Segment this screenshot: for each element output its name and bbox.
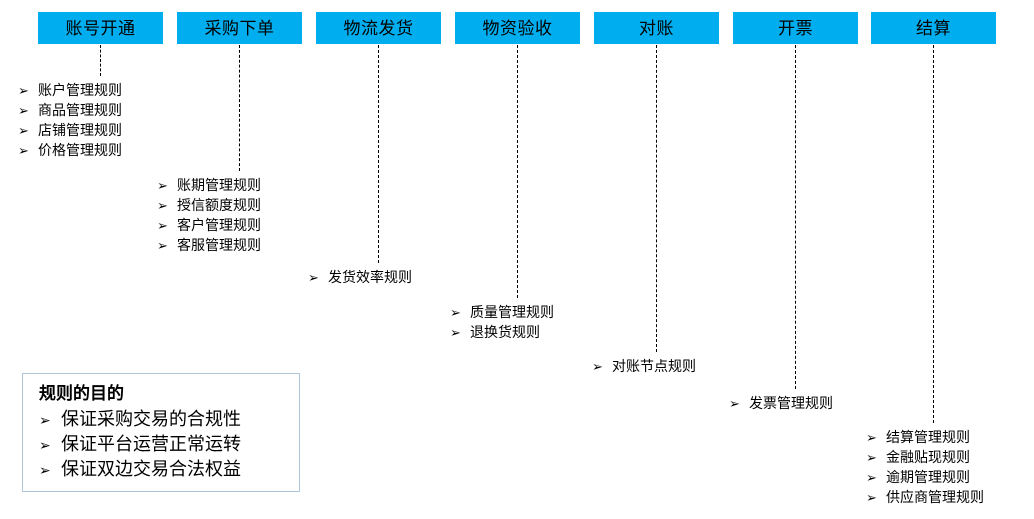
- rule-item: ➢ 授信额度规则: [157, 195, 261, 215]
- stage-label: 物资验收: [482, 18, 553, 38]
- rule-label: 退换货规则: [470, 324, 540, 340]
- arrow-bullet-icon: ➢: [157, 178, 168, 193]
- stage-box-invoicing[interactable]: 开票: [733, 12, 858, 44]
- rule-label: 逾期管理规则: [886, 469, 970, 485]
- arrow-bullet-icon: ➢: [18, 103, 29, 118]
- rule-item: ➢ 商品管理规则: [18, 100, 122, 120]
- connector-line-logistics-shipping: [378, 45, 379, 263]
- arrow-bullet-icon: ➢: [39, 412, 51, 428]
- rule-item: ➢ 质量管理规则: [450, 302, 554, 322]
- stage-box-settlement[interactable]: 结算: [871, 12, 996, 44]
- purpose-legend-box: 规则的目的 ➢ 保证采购交易的合规性 ➢ 保证平台运营正常运转 ➢ 保证双边交易…: [22, 373, 300, 492]
- connector-line-goods-acceptance: [517, 45, 518, 298]
- rule-list-goods-acceptance: ➢ 质量管理规则 ➢ 退换货规则: [450, 302, 554, 342]
- stage-box-logistics-shipping[interactable]: 物流发货: [316, 12, 441, 44]
- rule-label: 发货效率规则: [328, 269, 412, 285]
- arrow-bullet-icon: ➢: [450, 305, 461, 320]
- purpose-title: 规则的目的: [39, 384, 124, 403]
- rule-label: 供应商管理规则: [886, 489, 984, 505]
- stage-box-reconciliation[interactable]: 对账: [594, 12, 719, 44]
- stage-box-goods-acceptance[interactable]: 物资验收: [455, 12, 580, 44]
- arrow-bullet-icon: ➢: [592, 359, 603, 374]
- rule-label: 金融贴现规则: [886, 449, 970, 465]
- rule-list-invoicing: ➢ 发票管理规则: [729, 393, 833, 413]
- arrow-bullet-icon: ➢: [18, 83, 29, 98]
- connector-line-account-opening: [100, 45, 101, 76]
- arrow-bullet-icon: ➢: [39, 437, 51, 453]
- stage-label: 开票: [778, 18, 813, 38]
- rule-label: 店铺管理规则: [38, 122, 122, 138]
- rule-item: ➢ 对账节点规则: [592, 356, 696, 376]
- stage-label: 物流发货: [343, 18, 414, 38]
- rule-list-account-opening: ➢ 账户管理规则 ➢ 商品管理规则 ➢ 店铺管理规则 ➢ 价格管理规则: [18, 80, 122, 160]
- connector-line-reconciliation: [656, 45, 657, 352]
- arrow-bullet-icon: ➢: [157, 238, 168, 253]
- rule-item: ➢ 金融贴现规则: [866, 447, 984, 467]
- rule-label: 结算管理规则: [886, 429, 970, 445]
- rule-label: 客户管理规则: [177, 217, 261, 233]
- arrow-bullet-icon: ➢: [39, 462, 51, 478]
- arrow-bullet-icon: ➢: [866, 490, 877, 505]
- arrow-bullet-icon: ➢: [18, 123, 29, 138]
- rule-item: ➢ 结算管理规则: [866, 427, 984, 447]
- purpose-label: 保证双边交易合法权益: [61, 459, 241, 479]
- rule-label: 账户管理规则: [38, 82, 122, 98]
- arrow-bullet-icon: ➢: [157, 218, 168, 233]
- arrow-bullet-icon: ➢: [157, 198, 168, 213]
- rule-label: 授信额度规则: [177, 197, 261, 213]
- stage-box-purchase-order[interactable]: 采购下单: [177, 12, 302, 44]
- arrow-bullet-icon: ➢: [18, 143, 29, 158]
- rule-item: ➢ 账户管理规则: [18, 80, 122, 100]
- rule-item: ➢ 账期管理规则: [157, 175, 261, 195]
- stage-label: 账号开通: [65, 18, 136, 38]
- rule-list-reconciliation: ➢ 对账节点规则: [592, 356, 696, 376]
- purpose-item: ➢ 保证双边交易合法权益: [39, 457, 299, 482]
- rule-item: ➢ 退换货规则: [450, 322, 554, 342]
- rule-item: ➢ 供应商管理规则: [866, 487, 984, 507]
- purpose-label: 保证采购交易的合规性: [61, 409, 241, 429]
- connector-line-purchase-order: [239, 45, 240, 171]
- purpose-item: ➢ 保证采购交易的合规性: [39, 407, 299, 432]
- rule-label: 商品管理规则: [38, 102, 122, 118]
- rule-item: ➢ 客服管理规则: [157, 235, 261, 255]
- rule-list-settlement: ➢ 结算管理规则 ➢ 金融贴现规则 ➢ 逾期管理规则 ➢ 供应商管理规则: [866, 427, 984, 507]
- rule-label: 质量管理规则: [470, 304, 554, 320]
- rule-label: 价格管理规则: [38, 142, 122, 158]
- rule-list-logistics-shipping: ➢ 发货效率规则: [308, 267, 412, 287]
- stage-box-account-opening[interactable]: 账号开通: [38, 12, 163, 44]
- connector-line-invoicing: [795, 45, 796, 389]
- arrow-bullet-icon: ➢: [866, 430, 877, 445]
- rule-item: ➢ 发票管理规则: [729, 393, 833, 413]
- rule-item: ➢ 客户管理规则: [157, 215, 261, 235]
- connector-line-settlement: [933, 45, 934, 423]
- purpose-item: ➢ 保证平台运营正常运转: [39, 432, 299, 457]
- rule-list-purchase-order: ➢ 账期管理规则 ➢ 授信额度规则 ➢ 客户管理规则 ➢ 客服管理规则: [157, 175, 261, 255]
- arrow-bullet-icon: ➢: [866, 470, 877, 485]
- rule-item: ➢ 发货效率规则: [308, 267, 412, 287]
- rule-label: 账期管理规则: [177, 177, 261, 193]
- rule-label: 发票管理规则: [749, 395, 833, 411]
- rule-item: ➢ 价格管理规则: [18, 140, 122, 160]
- arrow-bullet-icon: ➢: [450, 325, 461, 340]
- stage-label: 结算: [916, 18, 951, 38]
- rule-item: ➢ 逾期管理规则: [866, 467, 984, 487]
- stage-label: 采购下单: [204, 18, 275, 38]
- arrow-bullet-icon: ➢: [308, 270, 319, 285]
- stage-label: 对账: [639, 18, 674, 38]
- rule-label: 对账节点规则: [612, 358, 696, 374]
- arrow-bullet-icon: ➢: [729, 396, 740, 411]
- purpose-label: 保证平台运营正常运转: [61, 434, 241, 454]
- arrow-bullet-icon: ➢: [866, 450, 877, 465]
- rule-label: 客服管理规则: [177, 237, 261, 253]
- rule-item: ➢ 店铺管理规则: [18, 120, 122, 140]
